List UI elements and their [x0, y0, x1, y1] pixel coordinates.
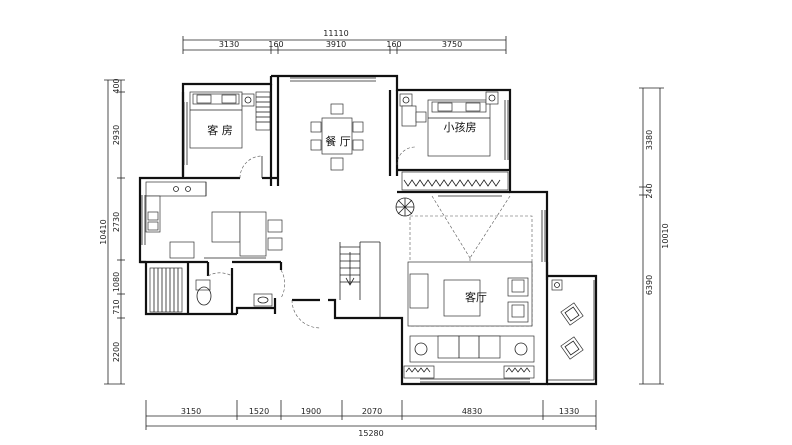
top-dim-2: 160 [268, 40, 283, 49]
left-dim-5: 710 [112, 299, 121, 314]
right-dimensions: 3380 240 6390 10010 [639, 87, 670, 385]
bottom-dim-2: 1520 [249, 407, 269, 416]
bottom-dim-5: 4830 [462, 407, 482, 416]
left-total-dim: 10410 [99, 219, 108, 244]
top-dimensions: 11110 3130 160 3910 160 3750 [182, 29, 507, 54]
left-dim-6: 2200 [112, 342, 121, 362]
dining-area: 餐 厅 [310, 103, 364, 171]
top-dim-1: 3130 [219, 40, 239, 49]
left-dim-2: 2930 [112, 125, 121, 145]
top-dim-5: 3750 [442, 40, 462, 49]
left-dim-3: 2730 [112, 212, 121, 232]
top-dim-3: 3910 [326, 40, 346, 49]
plant-icon [395, 197, 415, 217]
balcony [551, 279, 584, 360]
left-dim-4: 1080 [112, 272, 121, 292]
walls [138, 74, 598, 386]
left-dimensions: 400 2930 2730 1080 710 2200 10410 [99, 78, 125, 385]
windows [141, 77, 595, 383]
top-dim-4: 160 [386, 40, 401, 49]
right-dim-3: 6390 [645, 275, 654, 295]
bottom-dim-1: 3150 [181, 407, 201, 416]
stairs [339, 241, 381, 318]
bottom-total-dim: 15280 [358, 429, 383, 438]
top-total-dim: 11110 [323, 29, 348, 38]
room-label-guest: 客 房 [207, 123, 233, 137]
right-dim-1: 3380 [645, 130, 654, 150]
room-label-living: 客厅 [465, 290, 487, 304]
living-room: 客厅 [403, 195, 535, 379]
guest-room: 客 房 [189, 91, 271, 179]
bottom-dim-3: 1900 [301, 407, 321, 416]
bottom-dim-4: 2070 [362, 407, 382, 416]
right-dim-2: 240 [645, 183, 654, 198]
bathroom [149, 267, 321, 329]
kitchen [145, 181, 283, 259]
bottom-dimensions: 3150 1520 1900 2070 4830 1330 15280 [145, 400, 597, 438]
left-dim-1: 400 [112, 78, 121, 93]
room-label-dining: 餐 厅 [325, 134, 351, 148]
room-label-kids: 小孩房 [444, 121, 477, 134]
right-total-dim: 10010 [661, 223, 670, 248]
bottom-dim-6: 1330 [559, 407, 579, 416]
kids-room: 小孩房 [396, 91, 509, 191]
